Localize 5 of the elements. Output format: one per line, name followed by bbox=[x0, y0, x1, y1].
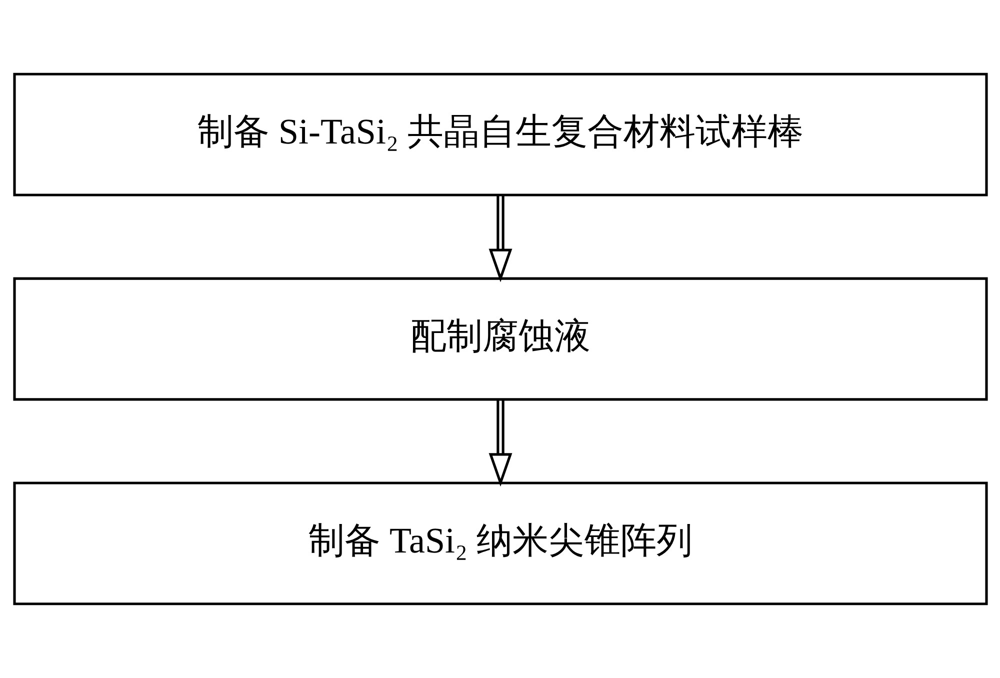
node-box: 配制腐蚀液 bbox=[12, 277, 988, 401]
node-box: 制备 Si-TaSi₂ 共晶自生复合材料试样棒 bbox=[12, 72, 988, 196]
arrow bbox=[488, 400, 512, 487]
arrow bbox=[488, 195, 512, 282]
node-box: 制备 TaSi₂ 纳米尖锥阵列 bbox=[12, 482, 988, 606]
